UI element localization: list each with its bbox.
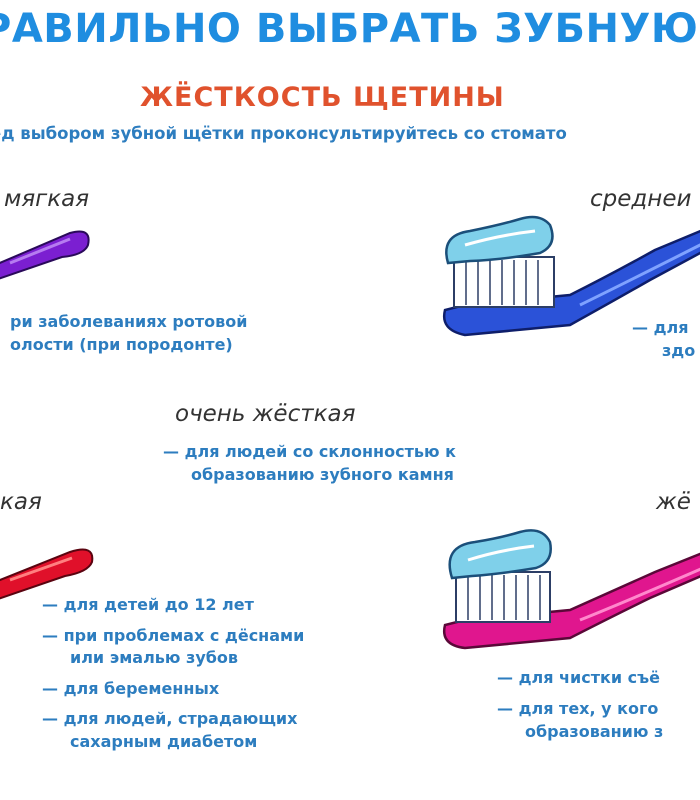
extra-soft-line-1: — для детей до 12 лет [42, 595, 254, 614]
soft-line-1: ри заболеваниях ротовой [10, 312, 248, 331]
medium-line-2: здо [662, 341, 696, 360]
very-hard-heading: очень жёсткая [175, 401, 356, 427]
pink-toothbrush-icon [442, 529, 700, 650]
hard-line-3: образованию з [525, 722, 664, 741]
medium-heading: среднеи [590, 186, 692, 212]
extra-soft-line-6: сахарным диабетом [70, 731, 258, 751]
extra-soft-line-4: — для беременных [42, 678, 220, 698]
red-toothbrush-icon [0, 548, 94, 600]
medium-line-1: — для [632, 318, 689, 337]
page-subtitle: ЖЁСТКОСТЬ ЩЕТИНЫ [140, 82, 505, 113]
extra-soft-description: — для детей до 12 лет — при проблемах с … [42, 594, 304, 753]
very-hard-line-2: образованию зубного камня [191, 465, 454, 484]
medium-description: — для здо [632, 316, 695, 362]
extra-soft-line-2: — при проблемах с дёснами [42, 625, 305, 645]
soft-heading: мягкая [4, 186, 90, 212]
consult-note: ед выбором зубной щётки проконсультируйт… [0, 124, 567, 143]
hard-heading: жё [656, 489, 691, 515]
blue-toothbrush-icon [442, 215, 700, 337]
extra-soft-line-5: — для людей, страдающих [42, 709, 298, 728]
very-hard-description: — для людей со склонностью к образованию… [163, 440, 456, 486]
extra-soft-heading: кая [0, 489, 42, 515]
hard-description: — для чистки съё — для тех, у кого образ… [497, 666, 663, 743]
extra-soft-line-3: или эмалью зубов [70, 648, 239, 667]
very-hard-line-1: — для людей со склонностью к [163, 442, 456, 461]
page-title: РАВИЛЬНО ВЫБРАТЬ ЗУБНУЮ [0, 6, 699, 52]
soft-description: ри заболеваниях ротовой олости (при поро… [10, 310, 247, 356]
purple-toothbrush-icon [0, 230, 90, 280]
soft-line-2: олости (при породонте) [10, 335, 233, 354]
hard-line-2: — для тех, у кого [497, 699, 659, 718]
hard-line-1: — для чистки съё [497, 668, 661, 687]
